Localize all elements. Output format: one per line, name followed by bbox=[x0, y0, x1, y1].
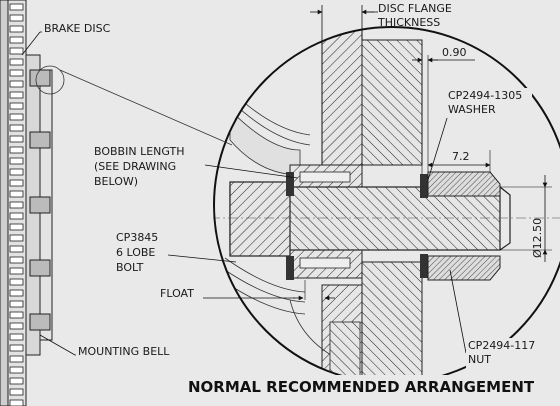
dim-diameter-12-50: Ø12.50 bbox=[531, 218, 544, 258]
disc-slot bbox=[9, 278, 24, 286]
disc-slot bbox=[9, 3, 24, 11]
disc-slot bbox=[9, 201, 24, 209]
disc-slot bbox=[9, 168, 24, 176]
side-bolt-head bbox=[29, 69, 51, 87]
disc-slot bbox=[9, 377, 24, 385]
detail-view bbox=[214, 27, 560, 383]
disc-slot bbox=[9, 69, 24, 77]
label-nut-part: CP2494-117 bbox=[468, 339, 535, 352]
disc-slot bbox=[9, 366, 24, 374]
disc-slot bbox=[9, 355, 24, 363]
disc-slot bbox=[9, 102, 24, 110]
label-bolt: BOLT bbox=[116, 261, 144, 274]
disc-slot bbox=[9, 113, 24, 121]
label-bobbin-below: BELOW) bbox=[94, 175, 138, 188]
disc-slot bbox=[9, 399, 24, 406]
disc-slot bbox=[9, 91, 24, 99]
label-mounting-bell: MOUNTING BELL bbox=[78, 345, 170, 358]
disc-slot bbox=[9, 289, 24, 297]
side-bolt-head bbox=[29, 131, 51, 149]
label-brake-disc: BRAKE DISC bbox=[44, 22, 111, 35]
disc-slot bbox=[9, 124, 24, 132]
disc-slot bbox=[9, 36, 24, 44]
disc-slot bbox=[9, 322, 24, 330]
label-disc-flange-thickness: THICKNESS bbox=[377, 16, 440, 29]
side-bolt-head bbox=[29, 259, 51, 277]
disc-slot bbox=[9, 80, 24, 88]
disc-slot bbox=[9, 344, 24, 352]
disc-slot bbox=[9, 146, 24, 154]
label-float: FLOAT bbox=[160, 287, 194, 300]
disc-side-view bbox=[0, 0, 53, 406]
disc-slot bbox=[9, 223, 24, 231]
disc-slot bbox=[9, 58, 24, 66]
disc-slot bbox=[9, 256, 24, 264]
disc-slot bbox=[9, 245, 24, 253]
disc-slot bbox=[9, 212, 24, 220]
label-nut: NUT bbox=[468, 353, 491, 366]
label-bolt-part: CP3845 bbox=[116, 231, 158, 244]
side-bolt-head bbox=[29, 313, 51, 331]
disc-slot bbox=[9, 135, 24, 143]
label-washer-part: CP2494-1305 bbox=[448, 89, 522, 102]
disc-slot bbox=[9, 157, 24, 165]
disc-slot bbox=[9, 311, 24, 319]
labels: BRAKE DISC DISC FLANGE THICKNESS 0.90 CP… bbox=[42, 2, 560, 397]
label-disc-flange: DISC FLANGE bbox=[378, 2, 452, 15]
disc-slot bbox=[9, 190, 24, 198]
disc-slot bbox=[9, 388, 24, 396]
dim-7-2: 7.2 bbox=[452, 150, 470, 163]
label-bolt-lobe: 6 LOBE bbox=[116, 246, 155, 259]
label-washer: WASHER bbox=[448, 103, 496, 116]
dim-0-90: 0.90 bbox=[442, 46, 467, 59]
label-bobbin-length: BOBBIN LENGTH bbox=[94, 145, 185, 158]
disc-slot bbox=[9, 14, 24, 22]
side-bolt-head bbox=[29, 196, 51, 214]
disc-slot bbox=[9, 333, 24, 341]
disc-slot bbox=[9, 234, 24, 242]
disc-slot bbox=[9, 300, 24, 308]
label-bobbin-see: (SEE DRAWING bbox=[94, 160, 176, 173]
drawing-title: NORMAL RECOMMENDED ARRANGEMENT bbox=[188, 378, 535, 396]
disc-slot bbox=[9, 25, 24, 33]
disc-slot bbox=[9, 267, 24, 275]
disc-slot bbox=[9, 179, 24, 187]
disc-slot bbox=[9, 47, 24, 55]
